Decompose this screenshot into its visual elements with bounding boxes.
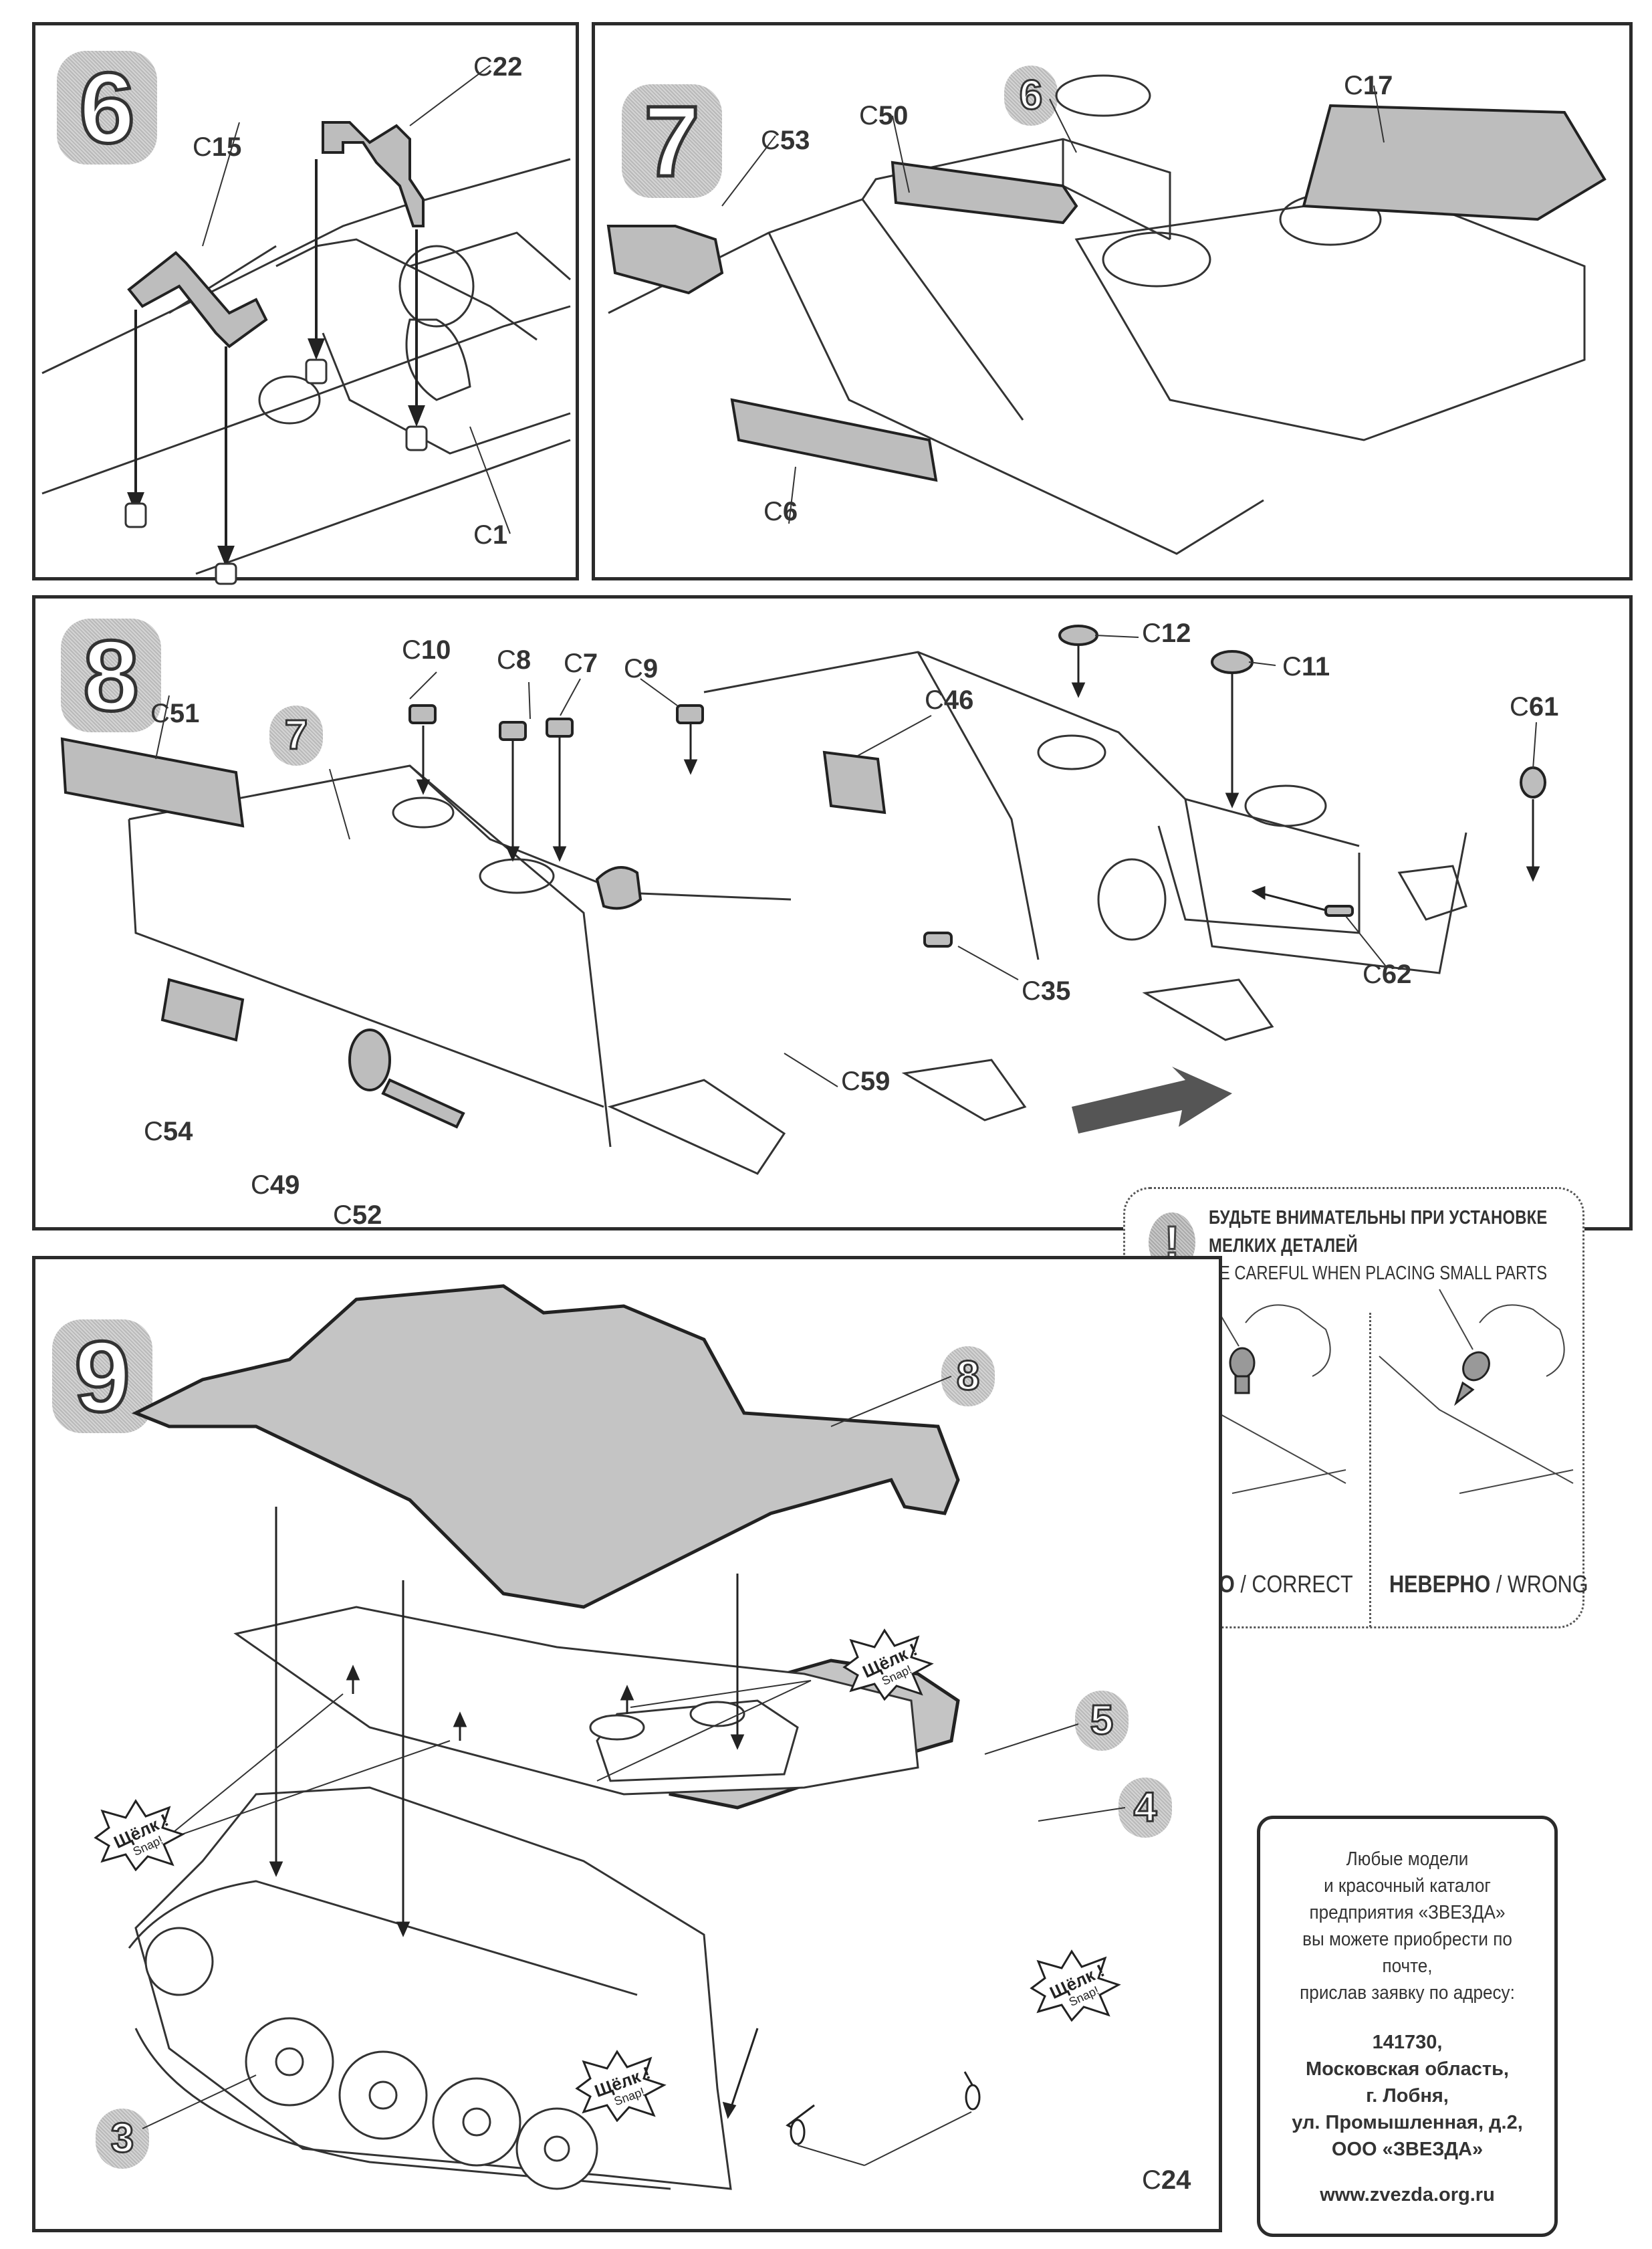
website-link[interactable]: www.zvezda.org.ru <box>1320 2184 1495 2206</box>
part-c53-shape <box>606 225 724 295</box>
part-c15-shape <box>127 251 268 348</box>
step-9-panel: 9 8 5 4 3 <box>32 1256 1222 2232</box>
warning-divider <box>1369 1313 1371 1627</box>
warning-illustrations <box>1145 1289 1574 1494</box>
step-9-ref-badge-8: 8 <box>941 1346 995 1406</box>
part-c61-shape <box>1520 766 1546 798</box>
step-9-illustration <box>128 1284 1126 2190</box>
part-c22-shape <box>322 121 425 227</box>
info-intro: Любые модели и красочный каталог предпри… <box>1300 1848 1515 2004</box>
part-c10-shape <box>408 704 437 724</box>
part-label-c22: C22 <box>473 52 523 82</box>
step-6-panel: 6 <box>32 22 579 585</box>
warning-title-en: BE CAREFUL WHEN PLACING SMALL PARTS <box>1209 1263 1548 1284</box>
step-8-illustration <box>60 625 1546 1175</box>
step-6-illustration <box>41 65 571 585</box>
step-8-ref-badge-7: 7 <box>269 706 323 766</box>
part-c51-shape <box>60 737 245 828</box>
hull-top-shape <box>233 1606 919 1796</box>
step-7-badge: 7 <box>622 84 722 198</box>
part-label-c15: C15 <box>193 132 242 162</box>
part-label-c46: C46 <box>925 685 974 715</box>
part-c49-shape <box>348 1029 391 1091</box>
part-c12-shape <box>1058 625 1098 646</box>
part-c50-shape <box>891 160 1078 225</box>
part-label-c50: C50 <box>859 101 909 130</box>
step-8-panel: 8 7 <box>32 595 1633 1230</box>
part-label-c10: C10 <box>402 635 451 665</box>
superstructure-assembly-shape <box>131 1284 960 1609</box>
info-address: 141730, Московская область, г. Лобня, ул… <box>1292 2032 1523 2160</box>
part-label-c17: C17 <box>1344 71 1393 100</box>
part-c6-shape <box>730 398 938 482</box>
part-label-c7: C7 <box>564 649 598 678</box>
zvezda-contact-info: Любые модели и красочный каталог предпри… <box>1257 1816 1558 2237</box>
step-9-ref-badge-5: 5 <box>1075 1691 1129 1751</box>
part-c54-shape <box>160 978 245 1042</box>
part-c59-shape <box>595 866 642 910</box>
step-7-illustration <box>606 74 1607 555</box>
verdict-wrong: НЕВЕРНО / WRONG <box>1389 1570 1588 1598</box>
step-9-ref-badge-4: 4 <box>1118 1778 1172 1838</box>
part-label-c61: C61 <box>1510 692 1559 722</box>
part-label-c54: C54 <box>144 1117 193 1146</box>
step-7-panel: 7 6 C53 C50 C17 C6 <box>592 22 1633 580</box>
part-label-c35: C35 <box>1022 976 1071 1006</box>
part-label-c9: C9 <box>624 654 659 683</box>
part-label-c53: C53 <box>761 126 810 155</box>
part-label-c6: C6 <box>763 497 798 526</box>
part-label-c49: C49 <box>251 1170 300 1200</box>
part-label-c51: C51 <box>150 699 200 728</box>
part-label-c1: C1 <box>473 520 508 550</box>
part-label-c62: C62 <box>1363 960 1412 989</box>
part-c11-shape <box>1211 650 1254 674</box>
part-c62-shape <box>1324 905 1354 917</box>
direction-arrow-shape <box>1072 1067 1232 1134</box>
part-label-c11: C11 <box>1282 652 1330 681</box>
part-c52-shape <box>381 1078 465 1129</box>
part-label-c52: C52 <box>333 1200 382 1230</box>
warning-title-ru: БУДЬТЕ ВНИМАТЕЛЬНЫ ПРИ УСТАНОВКЕ МЕЛКИХ … <box>1209 1207 1548 1257</box>
step-9-badge: 9 <box>52 1319 152 1433</box>
part-c8-shape <box>499 721 527 741</box>
part-label-c8: C8 <box>497 645 532 675</box>
step-8-badge: 8 <box>61 619 161 732</box>
part-c35-shape <box>923 932 953 948</box>
part-label-c24: C24 <box>1142 2165 1191 2195</box>
part-c7-shape <box>546 718 574 738</box>
step-9-ref-badge-3: 3 <box>96 2109 149 2169</box>
part-c46-shape <box>822 750 887 815</box>
part-c9-shape <box>676 704 704 724</box>
part-c17-shape <box>1302 104 1607 221</box>
step-6-badge: 6 <box>57 51 157 165</box>
part-label-c12: C12 <box>1142 619 1191 648</box>
step-7-ref-badge-6: 6 <box>1004 66 1058 126</box>
part-label-c59: C59 <box>841 1067 891 1096</box>
